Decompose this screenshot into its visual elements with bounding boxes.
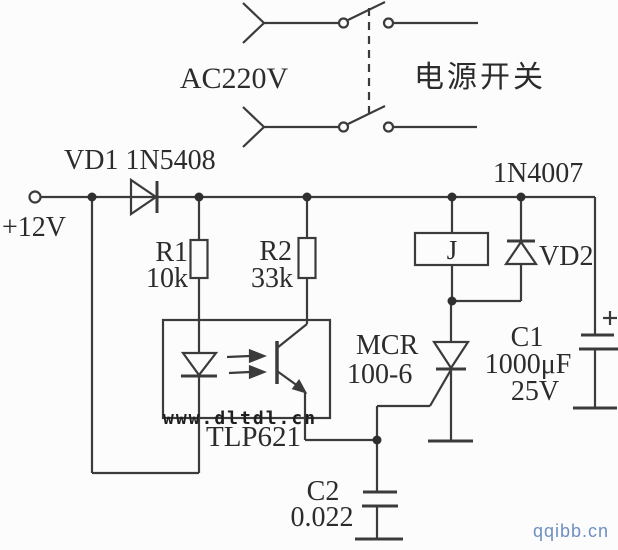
junction-dot-icon	[516, 192, 526, 202]
c1-voltage-label: 25V	[511, 376, 559, 407]
scr-designator-label: MCR	[356, 330, 419, 361]
switch-contact-icon	[337, 17, 350, 29]
positive-rail	[28, 190, 597, 335]
switch-blade-upper	[347, 1, 386, 21]
light-arrow-icon	[226, 348, 268, 380]
junction-dots	[87, 192, 526, 445]
c2-value-label: 0.022	[291, 502, 354, 533]
capacitor-c2-symbol	[355, 440, 403, 541]
ac-terminal-chevron-icon	[242, 2, 266, 44]
optocoupler-label: TLP621	[206, 421, 301, 453]
relay-label: J	[447, 235, 458, 265]
relay-coil-symbol	[413, 197, 490, 301]
optocoupler-symbol	[161, 318, 377, 442]
watermark-center: www.dltdl.cn	[163, 408, 317, 429]
scr-gate-wire	[429, 367, 453, 407]
diode-anode-triangle-icon	[503, 240, 539, 266]
diode-anode-triangle-icon	[129, 177, 158, 217]
r2-designator-label: R2	[259, 236, 292, 267]
power-switch-label: 电源开关	[414, 61, 546, 94]
scr-symbol	[375, 301, 473, 443]
optocoupler-package-outline	[161, 318, 332, 420]
diode-vd2-symbol	[452, 197, 539, 303]
switch-contact-icon	[337, 121, 350, 133]
r1-value-label: 10k	[146, 263, 188, 294]
vd2-part-label: 1N4007	[493, 158, 583, 189]
opto-led-icon	[180, 351, 219, 378]
switch-contact-icon	[382, 17, 395, 29]
resistor-r1-symbol	[189, 197, 209, 353]
scr-value-label: 100-6	[347, 359, 412, 390]
r2-value-label: 33k	[251, 263, 293, 294]
dc-input-label: +12V	[2, 212, 66, 243]
emitter-arrow-icon	[291, 378, 308, 394]
watermark-corner: qqibb.cn	[533, 521, 609, 541]
ac-switch-section	[242, 1, 478, 148]
junction-dot-icon	[447, 296, 457, 306]
ac-line-lower-pole	[242, 105, 477, 148]
c1-designator-label: C1	[511, 322, 544, 353]
r1-designator-label: R1	[155, 237, 188, 268]
junction-dot-icon	[447, 192, 457, 202]
junction-dot-icon	[194, 192, 204, 202]
switch-blade-lower	[347, 105, 386, 125]
junction-dot-icon	[302, 192, 312, 202]
diode-vd1-symbol	[129, 177, 159, 217]
junction-dot-icon	[372, 435, 382, 445]
ac-terminal-chevron-icon	[242, 106, 266, 148]
resistor-r2-symbol	[297, 197, 317, 324]
led-return-wire	[90, 197, 201, 475]
ac-voltage-label: AC220V	[180, 62, 289, 95]
c1-value-label: 1000μF	[485, 349, 572, 380]
switch-contact-icon	[382, 121, 395, 133]
junction-dot-icon	[87, 192, 97, 202]
opto-phototransistor-icon	[275, 323, 308, 394]
input-terminal-icon	[28, 190, 42, 204]
scr-triangle-icon	[431, 340, 471, 371]
capacitor-c1-symbol	[573, 311, 618, 410]
ac-line-upper-pole	[242, 1, 478, 44]
vd1-label: VD1 1N5408	[64, 145, 216, 176]
vd2-designator-label: VD2	[539, 241, 593, 272]
c2-designator-label: C2	[307, 476, 340, 507]
